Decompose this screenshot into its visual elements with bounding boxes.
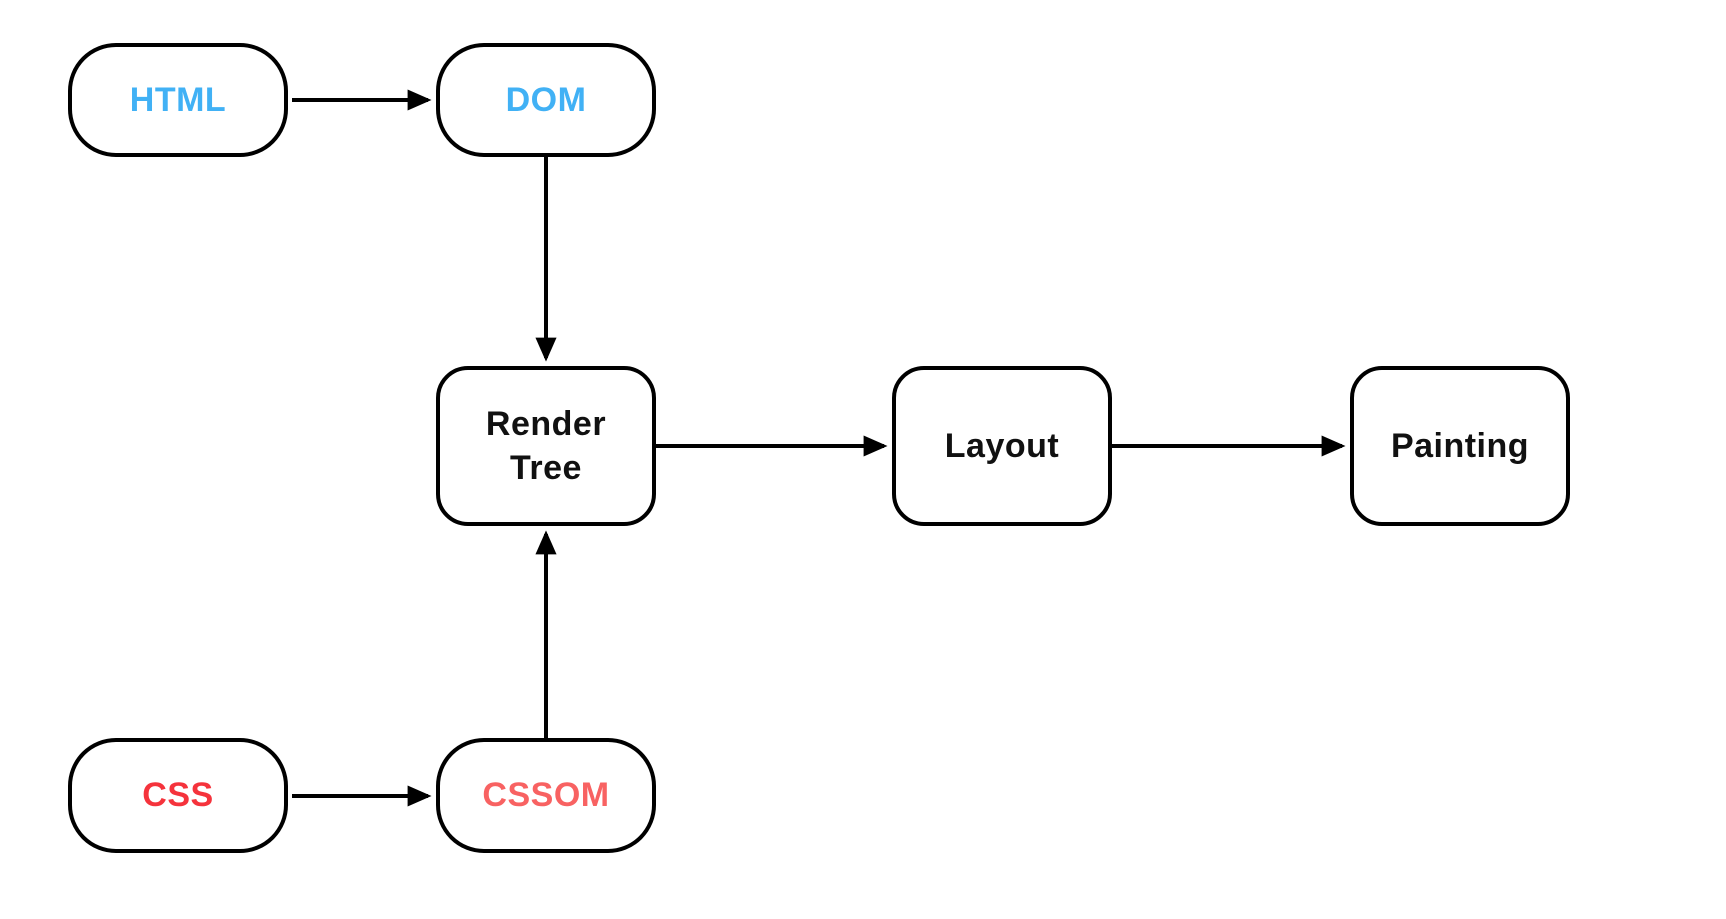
node-render-tree-label: Render Tree: [485, 404, 607, 487]
node-render-tree: Render Tree: [436, 366, 656, 526]
node-layout-label: Layout: [944, 426, 1060, 465]
node-painting: Painting: [1350, 366, 1570, 526]
node-cssom: CSSOM: [436, 738, 656, 853]
node-dom-label: DOM: [505, 80, 587, 119]
node-css-label: CSS: [142, 776, 214, 815]
node-dom: DOM: [436, 43, 656, 157]
node-html-label: HTML: [129, 80, 227, 119]
node-css: CSS: [68, 738, 288, 853]
node-layout: Layout: [892, 366, 1112, 526]
node-painting-label: Painting: [1390, 426, 1530, 465]
node-html: HTML: [68, 43, 288, 157]
node-cssom-label: CSSOM: [482, 776, 610, 815]
